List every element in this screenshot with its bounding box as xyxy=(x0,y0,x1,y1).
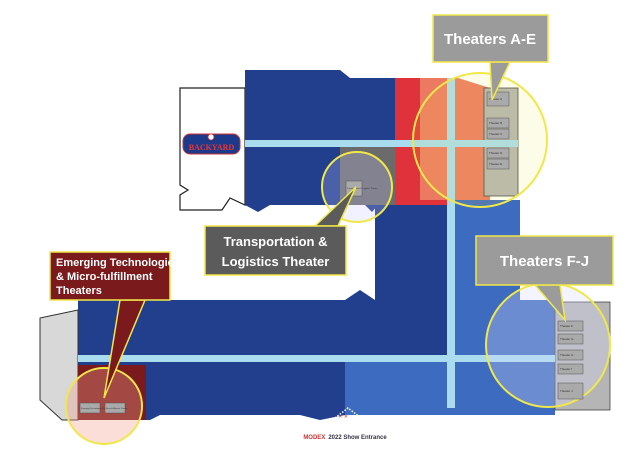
theater-i-label[interactable]: Theater I xyxy=(560,367,572,371)
theater-c-label[interactable]: Theater C xyxy=(489,132,503,136)
callout-theaters-ae[interactable]: Theaters A-E xyxy=(432,14,549,101)
theater-d-label[interactable]: Theater D xyxy=(489,151,503,155)
theater-a-label[interactable]: Theater A xyxy=(489,97,502,101)
callout-transportation[interactable]: Transportation & Logistics Theater xyxy=(204,186,357,276)
emerging-theater-label[interactable]: Emerging Technologies Theater xyxy=(81,407,110,410)
corridor-vertical xyxy=(447,78,455,408)
theater-g-label[interactable]: Theater G xyxy=(560,337,574,341)
svg-text:Theaters F-J: Theaters F-J xyxy=(500,253,589,270)
lower-hall-mid-blue xyxy=(345,362,455,415)
theater-e-label[interactable]: Theater E xyxy=(489,162,502,166)
theater-boxes-ae: Theater A Theater B Theater C Theater D … xyxy=(486,91,510,170)
callout-emerging[interactable]: Emerging Technologies & Micro-fulfillmen… xyxy=(49,251,180,399)
corridor-lower xyxy=(78,355,555,362)
transport-theater-label[interactable]: Transportation & Logistics Theater xyxy=(347,187,378,190)
highlight-circle-ae xyxy=(412,72,548,208)
highlight-circle-fj xyxy=(485,282,611,408)
svg-text:✕ ✕: ✕ ✕ xyxy=(338,414,348,420)
svg-text:Emerging Technologies: Emerging Technologies xyxy=(56,257,180,269)
svg-text:Logistics Theater: Logistics Theater xyxy=(222,254,330,269)
corridor-upper xyxy=(245,140,518,147)
theater-j-label[interactable]: Theater J xyxy=(560,389,573,393)
backyard-logo: BACKYARD xyxy=(182,133,241,155)
svg-text:BACKYARD: BACKYARD xyxy=(189,143,235,152)
theater-b-label[interactable]: Theater B xyxy=(489,121,502,125)
svg-text:Transportation &: Transportation & xyxy=(223,234,327,249)
svg-text:& Micro-fulfillment: & Micro-fulfillment xyxy=(56,271,153,283)
svg-text:Theaters: Theaters xyxy=(56,285,102,297)
theater-h-label[interactable]: Theater H xyxy=(560,353,573,357)
highlight-circle-emerging xyxy=(65,367,143,445)
micro-theater-label[interactable]: Micro-fulfillment Theater xyxy=(106,407,128,410)
callout-theaters-fj[interactable]: Theaters F-J xyxy=(475,235,614,323)
theater-boxes-fj: Theater F Theater G Theater H Theater I … xyxy=(557,320,584,400)
theater-f-label[interactable]: Theater F xyxy=(560,324,573,328)
svg-text:Theaters A-E: Theaters A-E xyxy=(444,31,536,48)
